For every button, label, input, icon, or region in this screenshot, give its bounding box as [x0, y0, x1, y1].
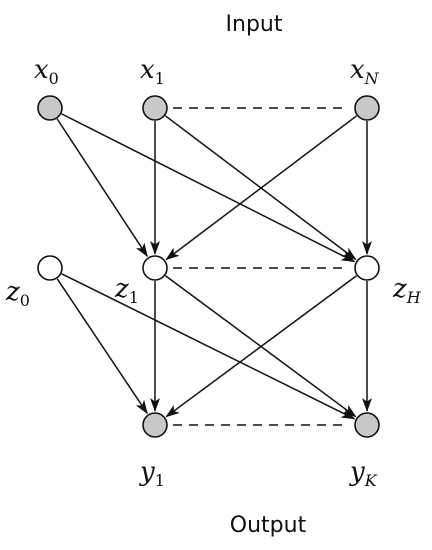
output-title: Output [230, 513, 307, 538]
dashed-links [173, 107, 349, 426]
label-x1: x1 [140, 55, 165, 88]
edge-x0-zH [61, 113, 356, 263]
label-zH: zH [392, 274, 422, 307]
node-xN [354, 95, 380, 121]
label-x1-sub: 1 [155, 69, 165, 88]
node-x1 [142, 95, 168, 121]
label-z0-base: z [5, 277, 20, 307]
node-x0 [37, 95, 63, 121]
label-xN-sub: N [364, 69, 380, 88]
label-xN: xN [350, 55, 380, 88]
label-y1-sub: 1 [155, 471, 165, 490]
label-y1: y1 [139, 457, 165, 490]
label-x0-sub: 0 [49, 69, 59, 88]
label-yK: yK [349, 457, 378, 490]
node-zH [354, 255, 380, 281]
label-xN-base: x [350, 55, 365, 85]
input-title: Input [226, 12, 283, 37]
label-zH-sub: H [406, 288, 422, 307]
label-z0-sub: 0 [20, 291, 30, 310]
label-yK-sub: K [364, 471, 378, 490]
node-yK [354, 412, 380, 438]
edge-z0-y1 [56, 278, 148, 415]
label-x0: x0 [34, 55, 59, 88]
label-z1-sub: 1 [129, 288, 139, 307]
edge-z0-yK [61, 273, 356, 420]
node-z0 [37, 255, 63, 281]
label-zH-base: z [392, 274, 407, 304]
node-labels: x0 x1 xN z0 z1 zH y1 yK [5, 55, 422, 490]
label-z1: z1 [114, 274, 139, 307]
label-y1-base: y [139, 457, 155, 487]
edges [56, 113, 372, 420]
node-y1 [142, 412, 168, 438]
node-z1 [142, 255, 168, 281]
edge-x0-z1 [56, 118, 148, 258]
label-yK-base: y [349, 457, 365, 487]
label-z0: z0 [5, 277, 30, 310]
edge-zH-y1 [165, 275, 357, 418]
label-z1-base: z [114, 274, 129, 304]
edge-xN-z1 [165, 115, 358, 261]
nodes [37, 95, 380, 438]
label-x0-base: x [34, 55, 49, 85]
label-x1-base: x [140, 55, 155, 85]
